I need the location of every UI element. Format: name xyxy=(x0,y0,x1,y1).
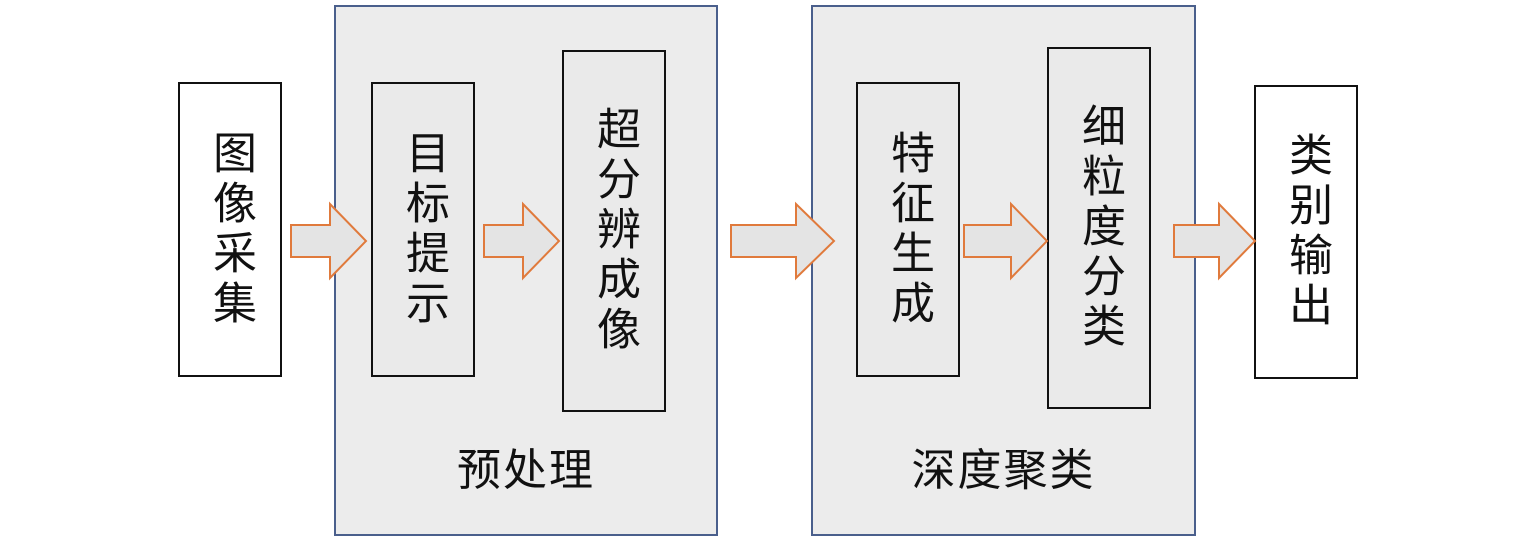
arrow-3 xyxy=(730,201,836,281)
super-resolution-box: 超分辨成像 xyxy=(562,50,666,412)
class-output-box: 类别输出 xyxy=(1254,85,1358,379)
class-output-text: 类别输出 xyxy=(1281,132,1332,332)
deep-cluster-label: 深度聚类 xyxy=(911,445,1096,496)
target-prompt-text: 目标提示 xyxy=(398,129,449,330)
image-acquisition-box: 图像采集 xyxy=(178,82,282,377)
arrow-4 xyxy=(963,201,1049,281)
arrow-1 xyxy=(290,201,368,281)
super-resolution-text: 超分辨成像 xyxy=(589,106,640,356)
feature-generation-box: 特征生成 xyxy=(856,82,960,377)
feature-generation-text: 特征生成 xyxy=(883,129,934,330)
preprocess-label: 预处理 xyxy=(457,445,595,496)
target-prompt-box: 目标提示 xyxy=(371,82,475,377)
image-acquisition-text: 图像采集 xyxy=(205,129,256,330)
arrow-2 xyxy=(483,201,561,281)
arrow-5 xyxy=(1173,201,1257,281)
fine-grained-classification-box: 细粒度分类 xyxy=(1047,47,1151,409)
fine-grained-classification-text: 细粒度分类 xyxy=(1074,103,1125,353)
